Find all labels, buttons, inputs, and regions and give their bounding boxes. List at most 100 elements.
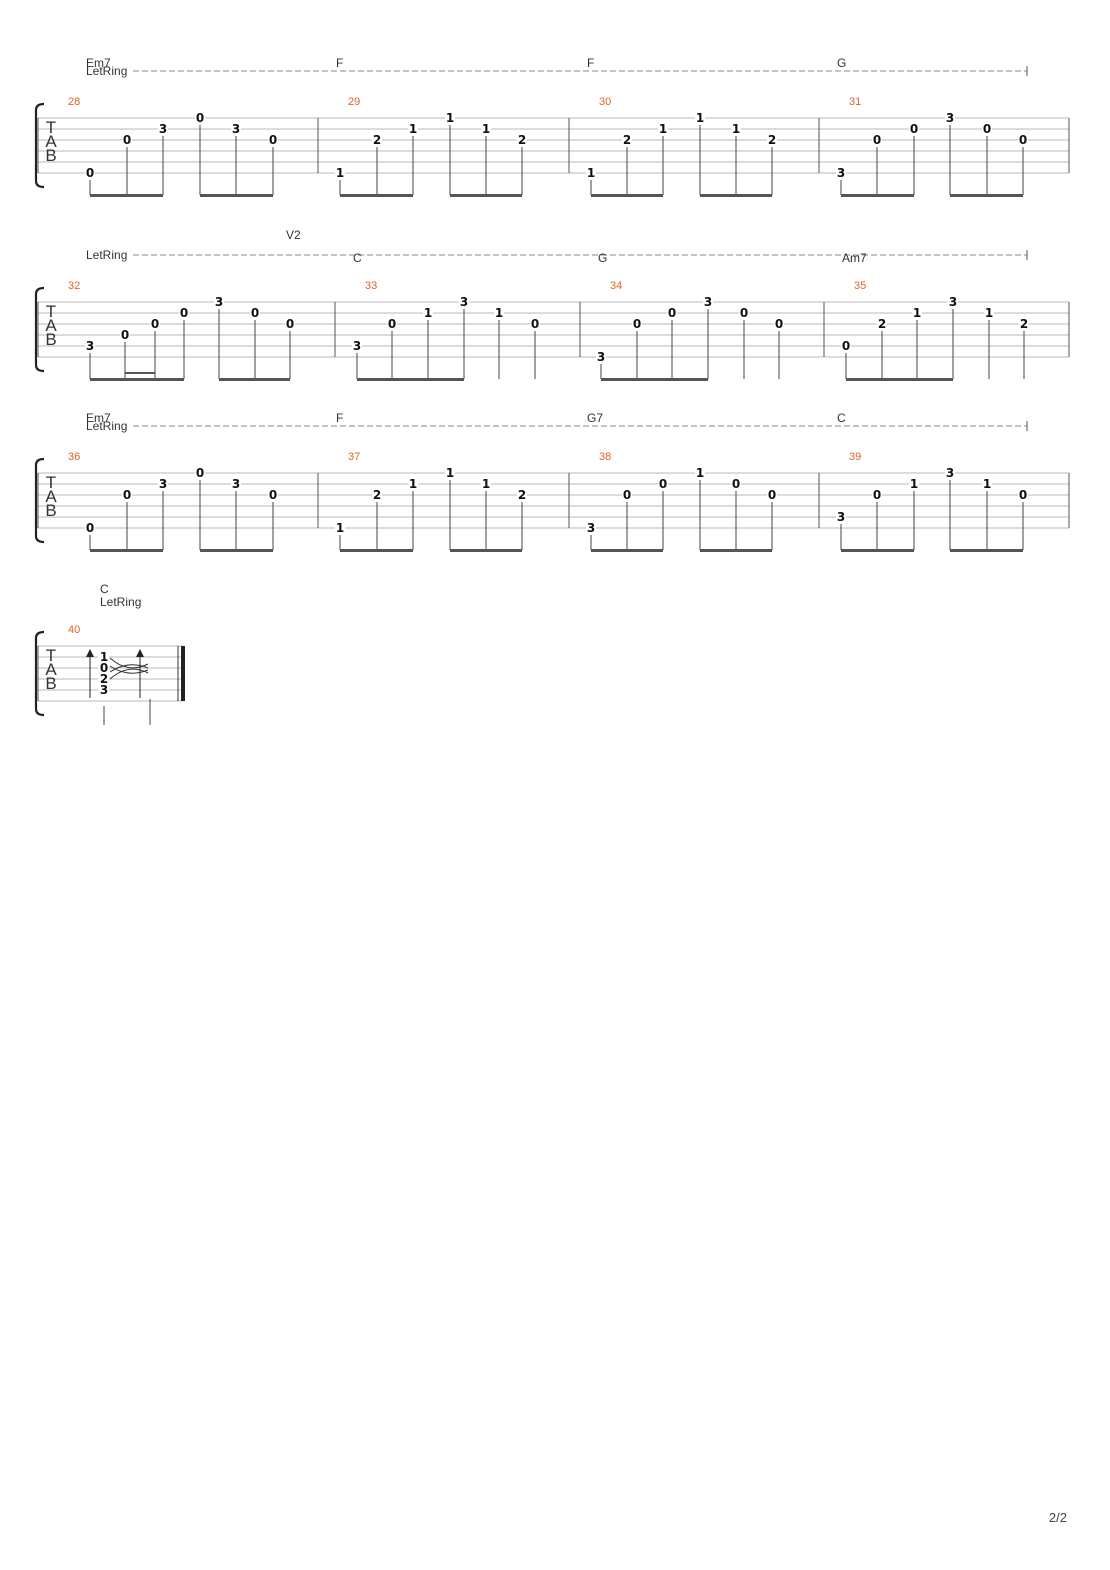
fret-number: 1	[587, 166, 595, 180]
fret-number: 0	[732, 477, 740, 491]
fret-number-bg	[122, 133, 132, 146]
fret-number-bg	[85, 521, 95, 534]
fret-number: 3	[232, 477, 240, 491]
tab-system: TABLetRingV232300030033C30131034G3003003…	[34, 228, 1070, 381]
fret-number-bg	[1018, 133, 1028, 146]
fret-number-bg	[372, 133, 382, 146]
fret-number: 1	[424, 306, 432, 320]
fret-number: 1	[446, 111, 454, 125]
beam	[200, 549, 273, 552]
fret-number: 1	[100, 650, 108, 664]
fret-number-bg	[459, 295, 469, 308]
beam	[90, 378, 184, 381]
fret-number-bg	[596, 350, 606, 363]
fret-number-bg	[912, 306, 922, 319]
fret-number: 1	[696, 111, 704, 125]
tab-clef-letter: A	[45, 316, 57, 335]
fret-number-bg	[836, 166, 846, 179]
measure-number: 40	[68, 624, 80, 636]
fret-number: 0	[196, 111, 204, 125]
fret-number: 0	[768, 488, 776, 502]
beam	[219, 378, 290, 381]
fret-number-bg	[909, 122, 919, 135]
final-barline	[181, 646, 185, 701]
fret-number-bg	[122, 488, 132, 501]
tab-clef-letter: B	[45, 330, 56, 349]
fret-number: 3	[587, 521, 595, 535]
beam	[601, 378, 708, 381]
fret-number-bg	[841, 339, 851, 352]
fret-number: 2	[1020, 317, 1028, 331]
measure-number: 37	[348, 451, 360, 463]
fret-number-bg	[982, 122, 992, 135]
fret-number: 1	[336, 521, 344, 535]
chord-name: G7	[587, 411, 603, 425]
tab-clef-letter: T	[46, 302, 56, 321]
system-bracket	[34, 457, 45, 544]
fret-number-bg	[530, 317, 540, 330]
measure-number: 33	[365, 280, 377, 292]
fret-number-bg	[335, 166, 345, 179]
fret-number-bg	[195, 466, 205, 479]
fret-number: 2	[623, 133, 631, 147]
fret-number-bg	[494, 306, 504, 319]
fret-number: 0	[286, 317, 294, 331]
fret-number: 3	[946, 466, 954, 480]
fret-number: 0	[531, 317, 539, 331]
fret-number: 1	[983, 477, 991, 491]
fret-number: 1	[446, 466, 454, 480]
fret-number-bg	[98, 661, 109, 673]
fret-number: 0	[86, 166, 94, 180]
fret-number: 0	[151, 317, 159, 331]
system-bracket	[34, 286, 45, 373]
fret-number-bg	[98, 683, 109, 695]
fret-number-bg	[982, 477, 992, 490]
measure-number: 35	[854, 280, 866, 292]
fret-number-bg	[774, 317, 784, 330]
tie-curve	[109, 657, 149, 669]
fret-number-bg	[1019, 317, 1029, 330]
fret-number: 0	[633, 317, 641, 331]
beam	[357, 378, 464, 381]
fret-number: 3	[460, 295, 468, 309]
tab-clef-letter: A	[45, 132, 57, 151]
fret-number: 2	[100, 672, 108, 686]
fret-number: 3	[353, 339, 361, 353]
fret-number-bg	[731, 122, 741, 135]
beam	[700, 194, 772, 197]
let-ring-label: LetRing	[100, 595, 141, 609]
fret-number: 3	[597, 350, 605, 364]
fret-number-bg	[179, 306, 189, 319]
strum-arrow-head	[86, 649, 94, 657]
measure-number: 39	[849, 451, 861, 463]
fret-number-bg	[586, 166, 596, 179]
fret-number: 3	[949, 295, 957, 309]
system-bracket	[34, 102, 45, 189]
fret-number: 3	[86, 339, 94, 353]
tab-clef-letter: B	[45, 674, 56, 693]
fret-number: 0	[269, 488, 277, 502]
chord-name: Em7	[86, 411, 111, 425]
fret-number: 0	[86, 521, 94, 535]
tab-clef-letter: T	[46, 646, 56, 665]
fret-number-bg	[150, 317, 160, 330]
fret-number-bg	[335, 521, 345, 534]
fret-number-bg	[984, 306, 994, 319]
fret-number-bg	[948, 295, 958, 308]
fret-number-bg	[85, 339, 95, 352]
beam	[340, 549, 413, 552]
fret-number: 1	[696, 466, 704, 480]
fret-number: 0	[873, 133, 881, 147]
beam	[700, 549, 772, 552]
fret-number-bg	[877, 317, 887, 330]
let-ring-label: LetRing	[86, 419, 127, 433]
fret-number: 1	[985, 306, 993, 320]
fret-number: 1	[732, 122, 740, 136]
beam	[450, 194, 522, 197]
fret-number: 0	[251, 306, 259, 320]
fret-number-bg	[158, 122, 168, 135]
chord-name: G	[598, 251, 607, 265]
fret-number: 0	[180, 306, 188, 320]
fret-number: 0	[100, 661, 108, 675]
